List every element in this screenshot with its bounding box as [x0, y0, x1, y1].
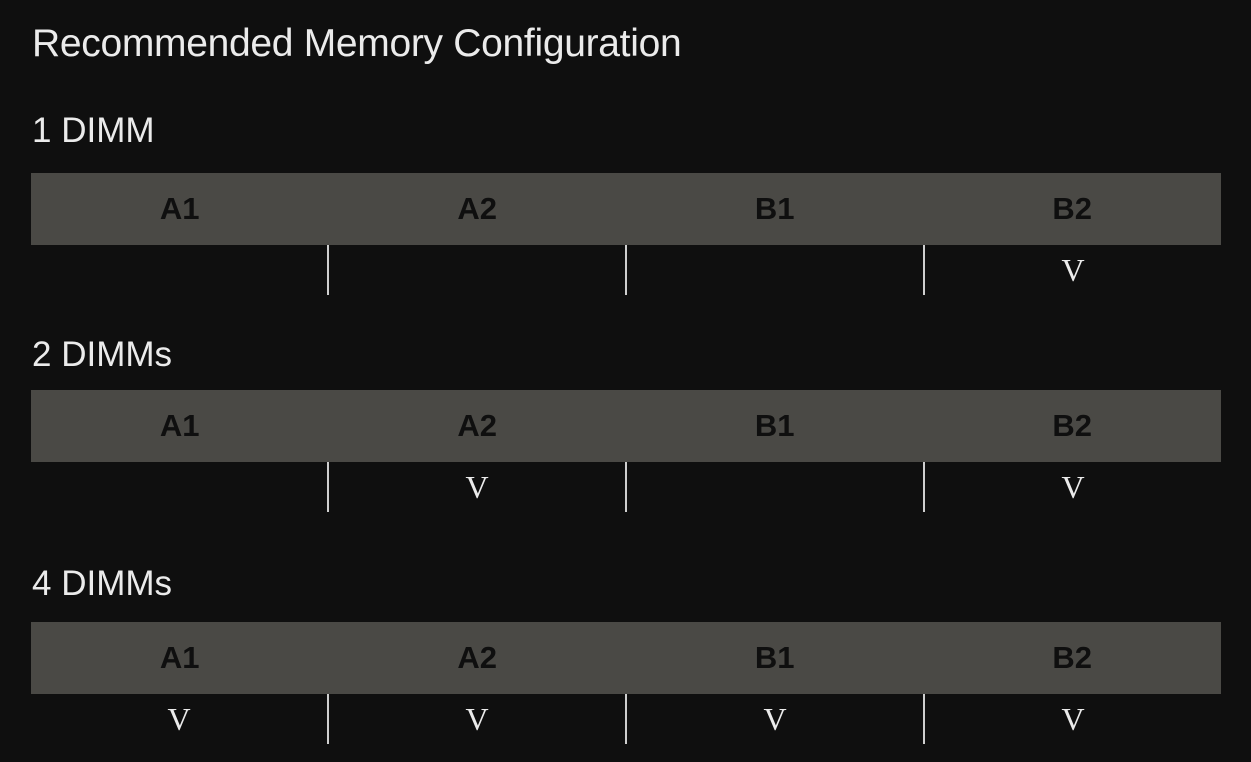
- slot-header-a2: A2: [457, 191, 498, 226]
- slot-value-b1: [625, 462, 923, 512]
- slot-value-row: V V: [31, 462, 1221, 512]
- slot-value-a2: V: [327, 462, 625, 512]
- slot-value-a2: [327, 245, 625, 295]
- slot-header-b1: B1: [754, 640, 795, 675]
- slot-header-a1: A1: [159, 640, 200, 675]
- slot-value-row: V V V V: [31, 694, 1221, 744]
- config-2-dimms-table: A1 A2 B1 B2 V V: [31, 390, 1221, 512]
- slot-value-b2: V: [923, 245, 1221, 295]
- slot-value-b2: V: [923, 694, 1221, 744]
- slot-header-b1: B1: [754, 408, 795, 443]
- slot-header-b2: B2: [1052, 191, 1093, 226]
- config-2-dimms-title: 2 DIMMs: [32, 335, 172, 374]
- slot-value-b2: V: [923, 462, 1221, 512]
- config-1-dimm-table: A1 A2 B1 B2 V: [31, 173, 1221, 295]
- slot-header-b1: B1: [754, 191, 795, 226]
- config-4-dimms-table: A1 A2 B1 B2 V V V V: [31, 622, 1221, 744]
- slot-value-b1: [625, 245, 923, 295]
- slot-value-a2: V: [327, 694, 625, 744]
- config-4-dimms-title: 4 DIMMs: [32, 564, 172, 603]
- slot-value-a1: [31, 245, 327, 295]
- slot-value-a1: [31, 462, 327, 512]
- slot-header-a1: A1: [159, 408, 200, 443]
- slot-value-row: V: [31, 245, 1221, 295]
- slot-header-row: A1 A2 B1 B2: [31, 390, 1221, 462]
- slot-value-b1: V: [625, 694, 923, 744]
- slot-header-a1: A1: [159, 191, 200, 226]
- slot-value-a1: V: [167, 700, 191, 737]
- slot-header-row: A1 A2 B1 B2: [31, 622, 1221, 694]
- slot-header-row: A1 A2 B1 B2: [31, 173, 1221, 245]
- slot-header-a2: A2: [457, 640, 498, 675]
- config-1-dimm-title: 1 DIMM: [32, 111, 155, 150]
- slot-header-a2: A2: [457, 408, 498, 443]
- page-title: Recommended Memory Configuration: [32, 22, 682, 65]
- slot-header-b2: B2: [1052, 408, 1093, 443]
- slot-header-b2: B2: [1052, 640, 1093, 675]
